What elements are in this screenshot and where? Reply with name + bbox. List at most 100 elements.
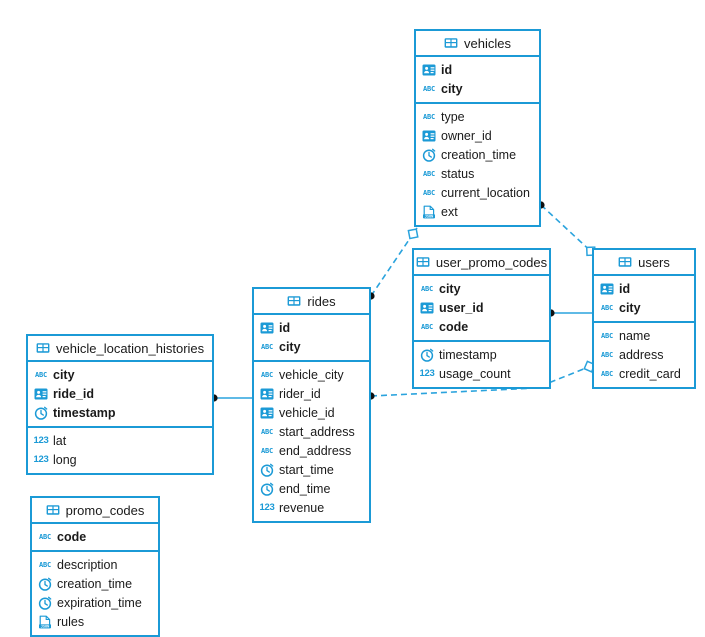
column-label: start_time xyxy=(279,462,334,477)
column-label: owner_id xyxy=(441,128,492,143)
column-label: rider_id xyxy=(279,386,321,401)
table-grid-icon xyxy=(36,341,50,355)
column-label: ride_id xyxy=(53,386,94,401)
table-title-vehicles: vehicles xyxy=(416,31,539,57)
id-badge-icon xyxy=(260,406,274,420)
column-timestamp[interactable]: timestamp xyxy=(414,345,549,364)
abc-string-icon: ABC xyxy=(38,560,52,569)
column-owner_id[interactable]: owner_id xyxy=(416,126,539,145)
column-creation_time[interactable]: creation_time xyxy=(32,574,158,593)
json-document-icon: JSON xyxy=(38,615,52,629)
column-label: usage_count xyxy=(439,366,511,381)
column-city[interactable]: ABC city xyxy=(416,79,539,98)
clock-icon xyxy=(38,596,52,610)
column-label: credit_card xyxy=(619,366,681,381)
field-section: timestamp 123 usage_count xyxy=(414,340,549,387)
abc-string-icon: ABC xyxy=(260,427,274,436)
table-title-user_promo_codes: user_promo_codes xyxy=(414,250,549,276)
column-label: city xyxy=(441,81,463,96)
abc-string-icon: ABC xyxy=(260,370,274,379)
table-title-users: users xyxy=(594,250,694,276)
column-type[interactable]: ABC type xyxy=(416,107,539,126)
column-label: id xyxy=(279,320,291,335)
column-start_time[interactable]: start_time xyxy=(254,460,369,479)
column-usage_count[interactable]: 123 usage_count xyxy=(414,364,549,383)
column-timestamp[interactable]: timestamp xyxy=(28,403,212,422)
column-current_location[interactable]: ABC current_location xyxy=(416,183,539,202)
clock-icon xyxy=(422,148,436,162)
id-badge-icon xyxy=(34,387,48,401)
column-label: vehicle_city xyxy=(279,367,344,382)
123-number-icon: 123 xyxy=(33,435,49,446)
id-badge-icon xyxy=(422,63,436,77)
abc-string-icon: ABC xyxy=(420,284,434,293)
column-end_time[interactable]: end_time xyxy=(254,479,369,498)
table-grid-icon xyxy=(416,255,430,269)
abc-string-icon: ABC xyxy=(600,350,614,359)
column-label: user_id xyxy=(439,300,484,315)
123-number-icon: 123 xyxy=(419,368,435,379)
column-expiration_time[interactable]: expiration_time xyxy=(32,593,158,612)
column-rider_id[interactable]: rider_id xyxy=(254,384,369,403)
abc-string-icon: ABC xyxy=(260,446,274,455)
table-title-vehicle_location_histories: vehicle_location_histories xyxy=(28,336,212,362)
column-id[interactable]: id xyxy=(254,318,369,337)
abc-string-icon: ABC xyxy=(422,188,436,197)
abc-string-icon: ABC xyxy=(422,112,436,121)
table-grid-icon xyxy=(46,503,60,517)
table-name-label: vehicles xyxy=(464,35,511,51)
table-title-promo_codes: promo_codes xyxy=(32,498,158,524)
column-label: timestamp xyxy=(439,347,497,362)
column-label: timestamp xyxy=(53,405,116,420)
abc-string-icon: ABC xyxy=(600,303,614,312)
column-vehicle_id[interactable]: vehicle_id xyxy=(254,403,369,422)
table-grid-icon xyxy=(618,255,632,269)
column-id[interactable]: id xyxy=(416,60,539,79)
column-ride_id[interactable]: ride_id xyxy=(28,384,212,403)
column-creation_time[interactable]: creation_time xyxy=(416,145,539,164)
json-document-icon: JSON xyxy=(422,205,436,219)
column-label: current_location xyxy=(441,185,530,200)
id-badge-icon xyxy=(260,387,274,401)
relationship-vehicle-location-histories-to-rides xyxy=(210,394,252,402)
table-name-label: vehicle_location_histories xyxy=(56,340,205,356)
column-vehicle_city[interactable]: ABC vehicle_city xyxy=(254,365,369,384)
column-label: type xyxy=(441,109,465,124)
column-id[interactable]: id xyxy=(594,279,694,298)
abc-string-icon: ABC xyxy=(422,84,436,93)
column-label: id xyxy=(619,281,631,296)
column-user_id[interactable]: user_id xyxy=(414,298,549,317)
table-name-label: promo_codes xyxy=(65,502,145,518)
clock-icon xyxy=(420,348,434,362)
